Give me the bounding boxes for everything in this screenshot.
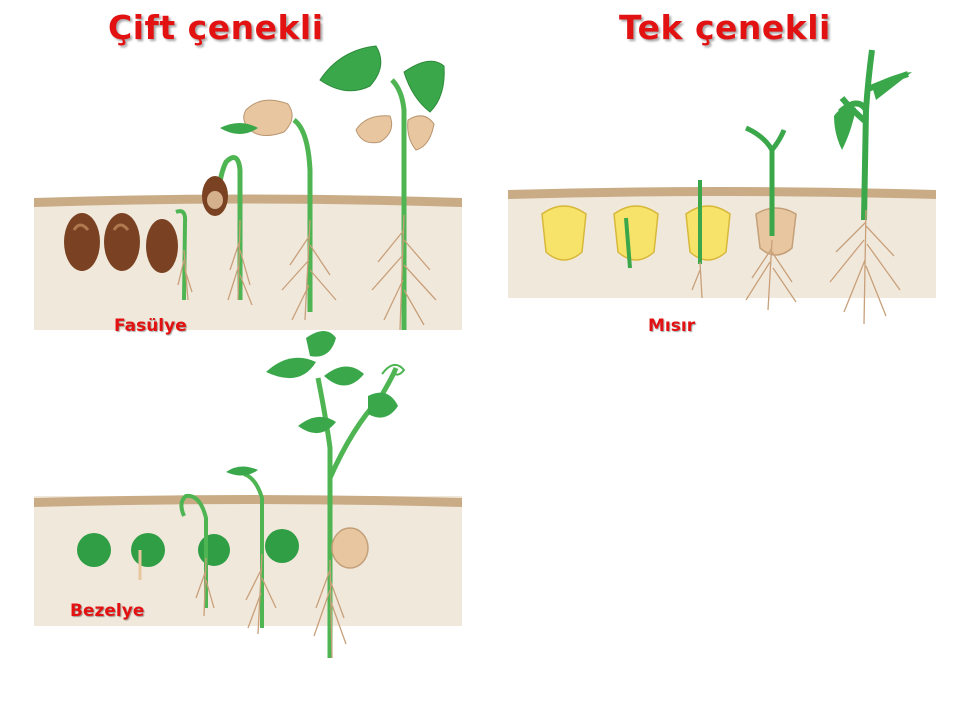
corn-kernel-1 — [541, 205, 587, 261]
bean-soil — [34, 198, 462, 330]
bean-seed-2 — [104, 213, 140, 271]
bean-seed-3 — [146, 219, 178, 273]
corn-sprout-2 — [624, 217, 632, 269]
pea-leaf-5e — [368, 392, 398, 418]
pea-leaf-5c — [324, 366, 364, 386]
bean-leaf-6b — [403, 60, 445, 113]
pea-seed-3 — [198, 534, 230, 566]
pea-soil-surface — [34, 495, 462, 507]
bean-cotyledon-6b — [407, 115, 435, 151]
bean-hook-stem-4 — [217, 155, 243, 300]
pea-seed-1 — [77, 533, 111, 567]
bean-cotyledon-6a — [355, 115, 393, 144]
bean-roots-4 — [227, 219, 253, 306]
corn-roots-3 — [691, 261, 703, 299]
corn-kernel-4 — [755, 207, 797, 256]
pea-seed-2 — [131, 533, 165, 567]
corn-shoot-5 — [838, 49, 909, 221]
pea-germination-panel — [34, 331, 462, 659]
bean-stem-6 — [390, 78, 407, 330]
bean-roots-6 — [371, 214, 437, 331]
corn-leaf-5b — [872, 72, 912, 100]
bean-label: Fasülye — [114, 316, 187, 336]
corn-kernel-3 — [685, 205, 731, 261]
pea-roots-5 — [313, 559, 347, 659]
corn-shoot-4 — [744, 125, 787, 236]
corn-germination-panel — [508, 49, 936, 325]
corn-roots-5 — [829, 209, 901, 325]
bean-leaf-5 — [220, 123, 258, 134]
bean-leaf-6a — [319, 45, 382, 92]
pea-roots-3 — [195, 557, 215, 617]
bean-sprout-3 — [175, 209, 188, 301]
pea-leaf-4 — [226, 466, 258, 476]
corn-leaf-5a — [834, 107, 856, 150]
pea-seed-4 — [265, 529, 299, 563]
bean-roots-3 — [177, 249, 193, 301]
pea-seed-5 — [331, 527, 369, 569]
bean-stem-5 — [292, 117, 313, 312]
corn-label: Mısır — [648, 316, 696, 336]
pea-leaf-5a — [266, 357, 316, 379]
corn-roots-4 — [745, 239, 797, 311]
dicot-title: Çift çenekli — [108, 8, 324, 47]
pea-leaf-5d — [298, 416, 336, 434]
bean-roots-5 — [281, 219, 337, 321]
pea-leaf-5b — [306, 331, 336, 357]
monocot-title: Tek çenekli — [619, 8, 831, 47]
corn-soil-surface — [508, 187, 936, 199]
bean-seed-1 — [64, 213, 100, 271]
pea-label: Bezelye — [70, 601, 145, 621]
pea-roots-4 — [245, 553, 277, 635]
pea-tendril — [381, 363, 406, 376]
corn-kernel-2 — [613, 205, 659, 261]
bean-germination-panel — [34, 45, 462, 331]
pea-stem-3 — [179, 493, 208, 608]
bean-soil-surface — [34, 194, 462, 207]
